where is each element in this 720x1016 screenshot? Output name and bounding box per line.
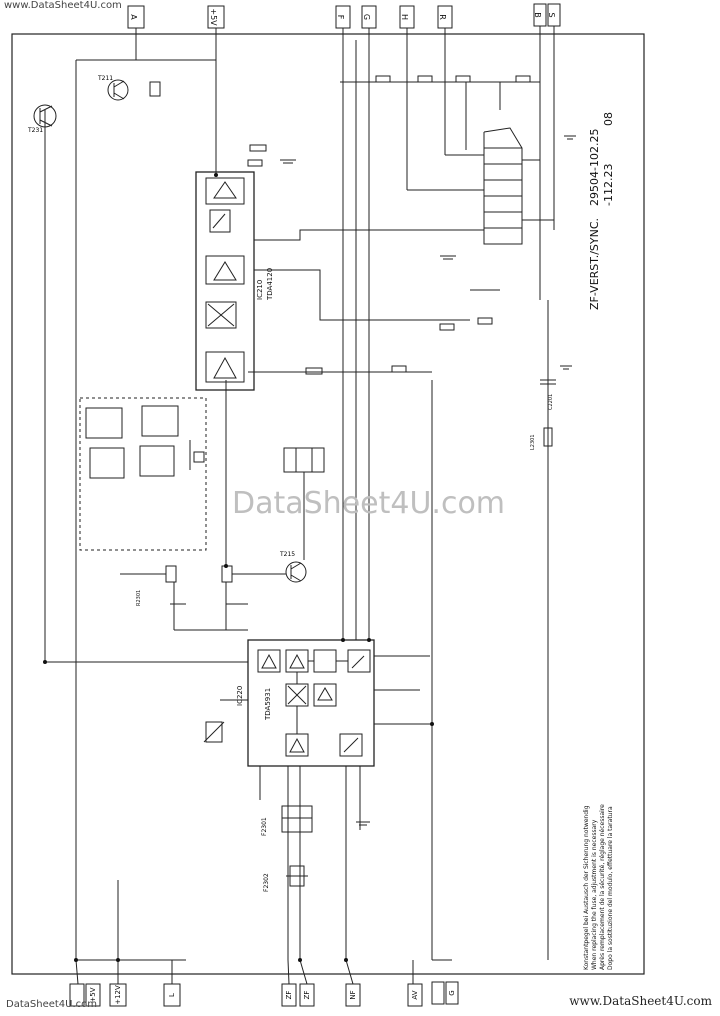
schematic-title: ZF-VERST./SYNC. xyxy=(588,218,601,310)
transistor-t215 xyxy=(285,561,307,583)
c2201-label: C2201 xyxy=(548,394,554,410)
bot-conn-4-label: ZF xyxy=(285,991,293,1000)
top-conn-6-label: R xyxy=(438,14,447,20)
t215-label: T215 xyxy=(279,551,295,558)
watermark-bottom-right[interactable]: www.DataSheet4U.com xyxy=(569,994,712,1008)
watermark-bottom-left: DataSheet4U.com xyxy=(6,999,98,1010)
r2301-label: R2301 xyxy=(136,590,142,606)
upper-ic-ref: IC210 xyxy=(256,280,264,300)
bot-conn-7-label: AV xyxy=(411,990,419,999)
lower-ic-ref: IC220 xyxy=(236,686,244,706)
upper-ic-type: TDA4120 xyxy=(266,268,274,301)
watermark-top[interactable]: www.DataSheet4U.com xyxy=(4,0,122,11)
t231-label: T231 xyxy=(27,127,43,134)
part-number: 29504-102.25 xyxy=(588,129,601,206)
ground-symbols xyxy=(280,135,576,826)
right-passives xyxy=(540,379,556,447)
top-conn-5-label: H xyxy=(400,14,409,20)
junctions xyxy=(43,173,434,962)
top-conn-2-label: +5V xyxy=(209,8,218,26)
transistor-t231 xyxy=(33,104,57,128)
connector-strip xyxy=(483,127,523,245)
f2301-label: F2301 xyxy=(261,817,268,836)
note-line-2: When replacing the fuse, adjustment is n… xyxy=(591,819,598,970)
watermark-center: DataSheet4U.com xyxy=(232,486,506,521)
connector-wires xyxy=(254,81,554,321)
bot-conn-6-label: NF xyxy=(349,990,357,999)
top-connectors xyxy=(127,3,561,29)
upper-ic xyxy=(195,171,255,391)
top-conn-7-label: B xyxy=(533,12,542,18)
filter-components xyxy=(120,380,286,631)
l2301-label: L2301 xyxy=(530,434,536,450)
top-conn-8-label: S xyxy=(547,12,556,17)
f2302-label: F2302 xyxy=(263,873,270,892)
bot-conn-7-box xyxy=(407,983,423,1007)
potentiometer xyxy=(203,721,225,743)
t211-label: T211 xyxy=(97,75,113,82)
bottom-connectors xyxy=(69,981,459,1007)
top-conn-3-label: F xyxy=(336,15,345,20)
transistor-t211 xyxy=(107,79,129,101)
revision: 08 xyxy=(602,112,615,126)
bot-conn-8-box xyxy=(431,981,445,1005)
filter-module xyxy=(79,397,207,551)
resistors-top xyxy=(149,75,531,375)
bot-conn-9-box xyxy=(445,981,459,1005)
bot-conn-1-label: +5V xyxy=(89,987,97,1002)
bot-conn-2-label: +12V xyxy=(114,985,122,1005)
lower-wiring xyxy=(75,371,452,985)
note-line-3: Après remplacement de la sécurité, régla… xyxy=(599,804,606,970)
bot-conn-1b-box xyxy=(85,983,101,1007)
frame xyxy=(11,33,645,975)
lower-ic xyxy=(247,639,375,767)
bot-conn-3-label: L xyxy=(168,993,176,997)
top-conn-1-label: A xyxy=(129,14,138,20)
bot-conn-5-label: ZF xyxy=(303,991,311,1000)
part-number-2: -112.23 xyxy=(602,164,615,206)
note-line-4: Dopo la sostituzione del modulo, effettu… xyxy=(607,806,614,970)
bot-conn-1-box xyxy=(69,983,85,1007)
saw-filter xyxy=(281,805,313,887)
top-conn-4-label: G xyxy=(362,14,371,20)
lower-ic-type: TDA5931 xyxy=(264,688,272,721)
note-line-1: Konstantpegel bei Austausch der Sicherun… xyxy=(583,805,590,970)
bot-conn-8-label: G xyxy=(448,990,456,995)
tank-circuit xyxy=(283,447,325,560)
bus-lines xyxy=(44,26,555,960)
